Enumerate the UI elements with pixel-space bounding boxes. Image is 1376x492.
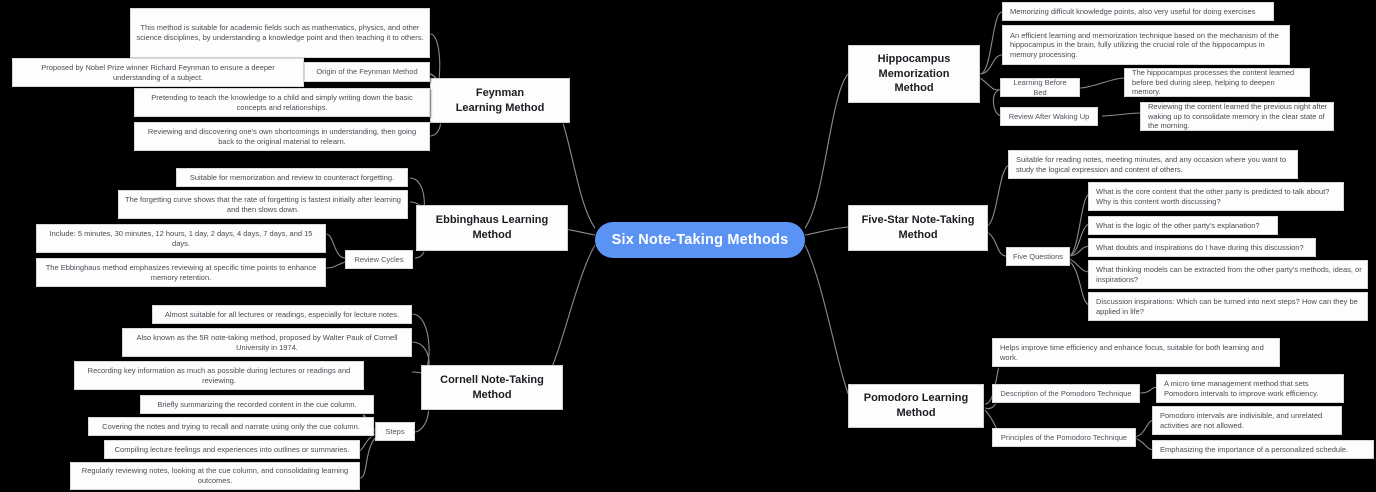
category-review-cycles[interactable]: Review Cycles: [345, 250, 413, 269]
branch-five-star-note-taking-method[interactable]: Five-Star Note-Taking Method: [848, 205, 988, 251]
branch-hippocampus-memorization-method[interactable]: Hippocampus Memorization Method: [848, 45, 980, 103]
leaf-cornell-2[interactable]: Recording key information as much as pos…: [74, 361, 364, 390]
category-review-after-waking-up[interactable]: Review After Waking Up: [1000, 107, 1098, 126]
leaf-cornell-1[interactable]: Also known as the 5R note-taking method,…: [122, 328, 412, 357]
leaf-cornell-6[interactable]: Regularly reviewing notes, looking at th…: [70, 462, 360, 490]
leaf-cornell-0[interactable]: Almost suitable for all lectures or read…: [152, 305, 412, 324]
leaf-ebbinghaus-3[interactable]: The Ebbinghaus method emphasizes reviewi…: [36, 258, 326, 287]
center-node[interactable]: Six Note-Taking Methods: [595, 222, 805, 258]
leaf-feynman-3[interactable]: Reviewing and discovering one's own shor…: [134, 122, 430, 151]
category-origin-of-the-feynman-method[interactable]: Origin of the Feynman Method: [304, 62, 430, 82]
category-learning-before-bed[interactable]: Learning Before Bed: [1000, 78, 1080, 97]
leaf-cornell-3[interactable]: Briefly summarizing the recorded content…: [140, 395, 374, 414]
leaf-hippocampus-learning-before-bed-detail[interactable]: The hippocampus processes the content le…: [1124, 68, 1310, 97]
leaf-feynman-1[interactable]: Proposed by Nobel Prize winner Richard F…: [12, 58, 304, 87]
leaf-pomodoro-principles-detail-1[interactable]: Emphasizing the importance of a personal…: [1152, 440, 1374, 459]
leaf-feynman-2[interactable]: Pretending to teach the knowledge to a c…: [134, 88, 430, 117]
category-description-of-the-pomodoro-technique[interactable]: Description of the Pomodoro Technique: [992, 384, 1140, 403]
leaf-fivestar-question-2[interactable]: What doubts and inspirations do I have d…: [1088, 238, 1316, 257]
leaf-cornell-5[interactable]: Compiling lecture feelings and experienc…: [104, 440, 360, 459]
leaf-fivestar-question-3[interactable]: What thinking models can be extracted fr…: [1088, 260, 1368, 289]
leaf-hippocampus-0[interactable]: Memorizing difficult knowledge points, a…: [1002, 2, 1274, 21]
leaf-pomodoro-description-detail-0[interactable]: A micro time management method that sets…: [1156, 374, 1344, 403]
category-principles-of-the-pomodoro-technique[interactable]: Principles of the Pomodoro Technique: [992, 428, 1136, 447]
leaf-fivestar-0[interactable]: Suitable for reading notes, meeting minu…: [1008, 150, 1298, 179]
leaf-feynman-0[interactable]: This method is suitable for academic fie…: [130, 8, 430, 58]
leaf-pomodoro-principles-detail-0[interactable]: Pomodoro intervals are indivisible, and …: [1152, 406, 1342, 435]
leaf-pomodoro-0[interactable]: Helps improve time efficiency and enhanc…: [992, 338, 1280, 367]
leaf-fivestar-question-0[interactable]: What is the core content that the other …: [1088, 182, 1344, 211]
branch-pomodoro-learning-method[interactable]: Pomodoro Learning Method: [848, 384, 984, 428]
leaf-ebbinghaus-0[interactable]: Suitable for memorization and review to …: [176, 168, 408, 187]
category-steps[interactable]: Steps: [375, 422, 415, 441]
leaf-hippocampus-1[interactable]: An efficient learning and memorization t…: [1002, 25, 1290, 65]
leaf-hippocampus-review-after-waking-up-detail[interactable]: Reviewing the content learned the previo…: [1140, 102, 1334, 131]
leaf-ebbinghaus-2[interactable]: Include: 5 minutes, 30 minutes, 12 hours…: [36, 224, 326, 253]
leaf-ebbinghaus-1[interactable]: The forgetting curve shows that the rate…: [118, 190, 408, 219]
leaf-fivestar-question-4[interactable]: Discussion inspirations: Which can be tu…: [1088, 292, 1368, 321]
branch-cornell-note-taking-method[interactable]: Cornell Note-Taking Method: [421, 365, 563, 410]
branch-ebbinghaus-learning-method[interactable]: Ebbinghaus Learning Method: [416, 205, 568, 251]
branch-feynman-learning-method[interactable]: Feynman Learning Method: [430, 78, 570, 123]
category-five-questions[interactable]: Five Questions: [1006, 247, 1070, 266]
leaf-cornell-4[interactable]: Covering the notes and trying to recall …: [88, 417, 374, 436]
leaf-fivestar-question-1[interactable]: What is the logic of the other party's e…: [1088, 216, 1278, 235]
